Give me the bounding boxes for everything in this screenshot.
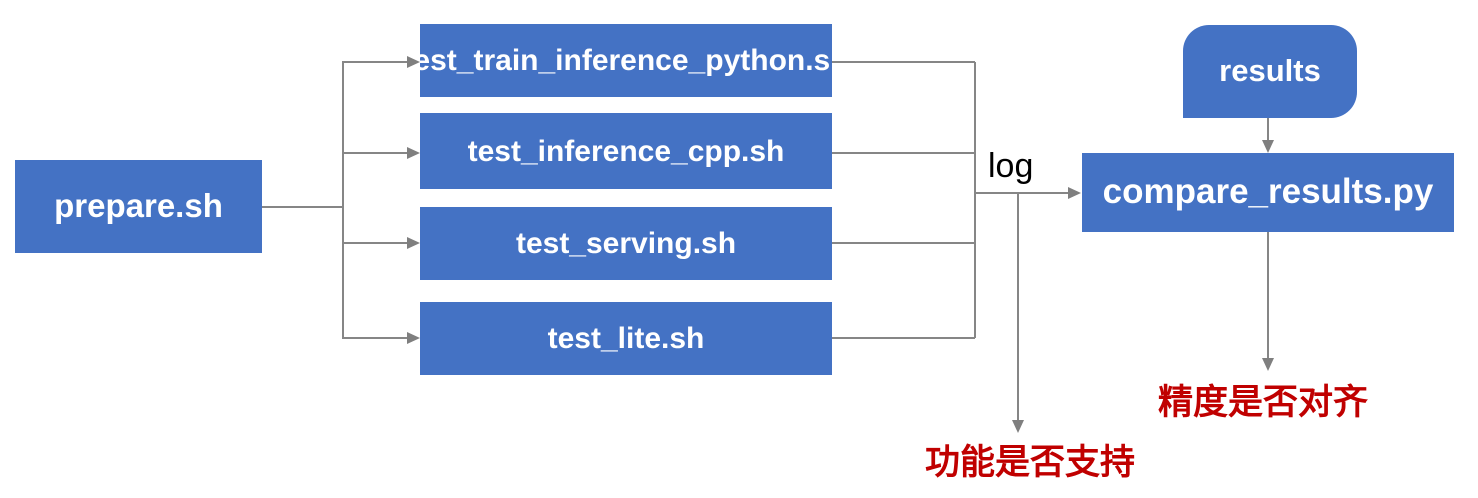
connector-log-down [1017, 193, 1019, 421]
connector-to-test1 [342, 61, 409, 63]
arrowhead-to-compare [1068, 187, 1081, 199]
node-test-lite-sh: test_lite.sh [420, 302, 832, 375]
edge-label-log: log [988, 147, 1034, 185]
connector-test4-out [832, 337, 975, 339]
arrowhead-results-to-compare [1262, 140, 1274, 153]
arrowhead-to-test3 [407, 237, 420, 249]
node-test-train-inference-python-sh: test_train_inference_python.sh [403, 24, 849, 97]
arrowhead-to-test4 [407, 332, 420, 344]
arrowhead-function-support [1012, 420, 1024, 433]
arrowhead-to-test2 [407, 147, 420, 159]
connector-log-to-compare [974, 192, 1069, 194]
arrowhead-precision [1262, 358, 1274, 371]
arrowhead-to-test1 [407, 56, 420, 68]
connector-results-down [1267, 118, 1269, 142]
annotation-precision-aligned: 精度是否对齐 [1157, 383, 1368, 422]
node-prepare-sh: prepare.sh [15, 160, 262, 253]
connector-prepare-out [262, 206, 343, 208]
node-results: results [1183, 25, 1357, 118]
node-test-inference-cpp-sh: test_inference_cpp.sh [420, 113, 832, 189]
connector-compare-down [1267, 232, 1269, 359]
connector-to-test3 [342, 242, 409, 244]
connector-test3-out [832, 242, 975, 244]
node-compare-results-py: compare_results.py [1082, 153, 1454, 232]
annotation-function-support: 功能是否支持 [924, 443, 1135, 482]
connector-merge-vertical [974, 62, 976, 338]
connector-test1-out [832, 61, 975, 63]
connector-to-test4 [342, 337, 409, 339]
connector-to-test2 [342, 152, 409, 154]
node-test-serving-sh: test_serving.sh [420, 207, 832, 280]
connector-fanout-vertical [342, 62, 344, 338]
connector-test2-out [832, 152, 975, 154]
